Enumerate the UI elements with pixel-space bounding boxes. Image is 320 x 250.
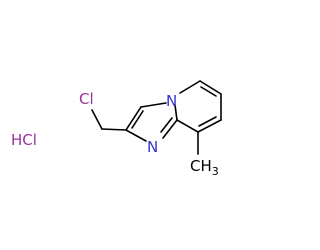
- bridgehead-nitrogen-label: N: [166, 92, 177, 110]
- bond-c7-c8: [197, 119, 222, 133]
- methyl-label: CH3: [190, 157, 219, 178]
- bond-c3-n4: [140, 102, 167, 108]
- bond-c8a-n4: [174, 104, 178, 121]
- hcl-label: HCl: [11, 131, 37, 149]
- bond-c8-c8a: [176, 119, 199, 133]
- bond-c8a-n1-inner: [160, 117, 173, 133]
- structure-canvas: HCl Cl N N CH3: [11, 80, 222, 178]
- bond-n1-c2: [125, 129, 147, 142]
- bond-set: [91, 80, 222, 155]
- bond-n4-c5: [179, 80, 201, 94]
- imine-nitrogen-label: N: [147, 138, 158, 156]
- bond-c5-c6-inner: [200, 86, 217, 97]
- bond-c8a-n1: [162, 119, 178, 139]
- bond-cl-ch2: [91, 109, 103, 130]
- methyl-label-main: CH: [190, 157, 212, 175]
- bond-c2-c3: [125, 106, 142, 131]
- bond-c2-c3-inner: [131, 110, 144, 129]
- bond-c7-c8-inner: [198, 116, 217, 127]
- chlorine-label: Cl: [79, 90, 94, 108]
- methyl-label-subscript: 3: [212, 165, 219, 178]
- bond-ch2-c2: [101, 128, 127, 131]
- bond-c5-c6: [199, 80, 222, 95]
- molecule-structure: HCl Cl N N CH3: [11, 80, 222, 178]
